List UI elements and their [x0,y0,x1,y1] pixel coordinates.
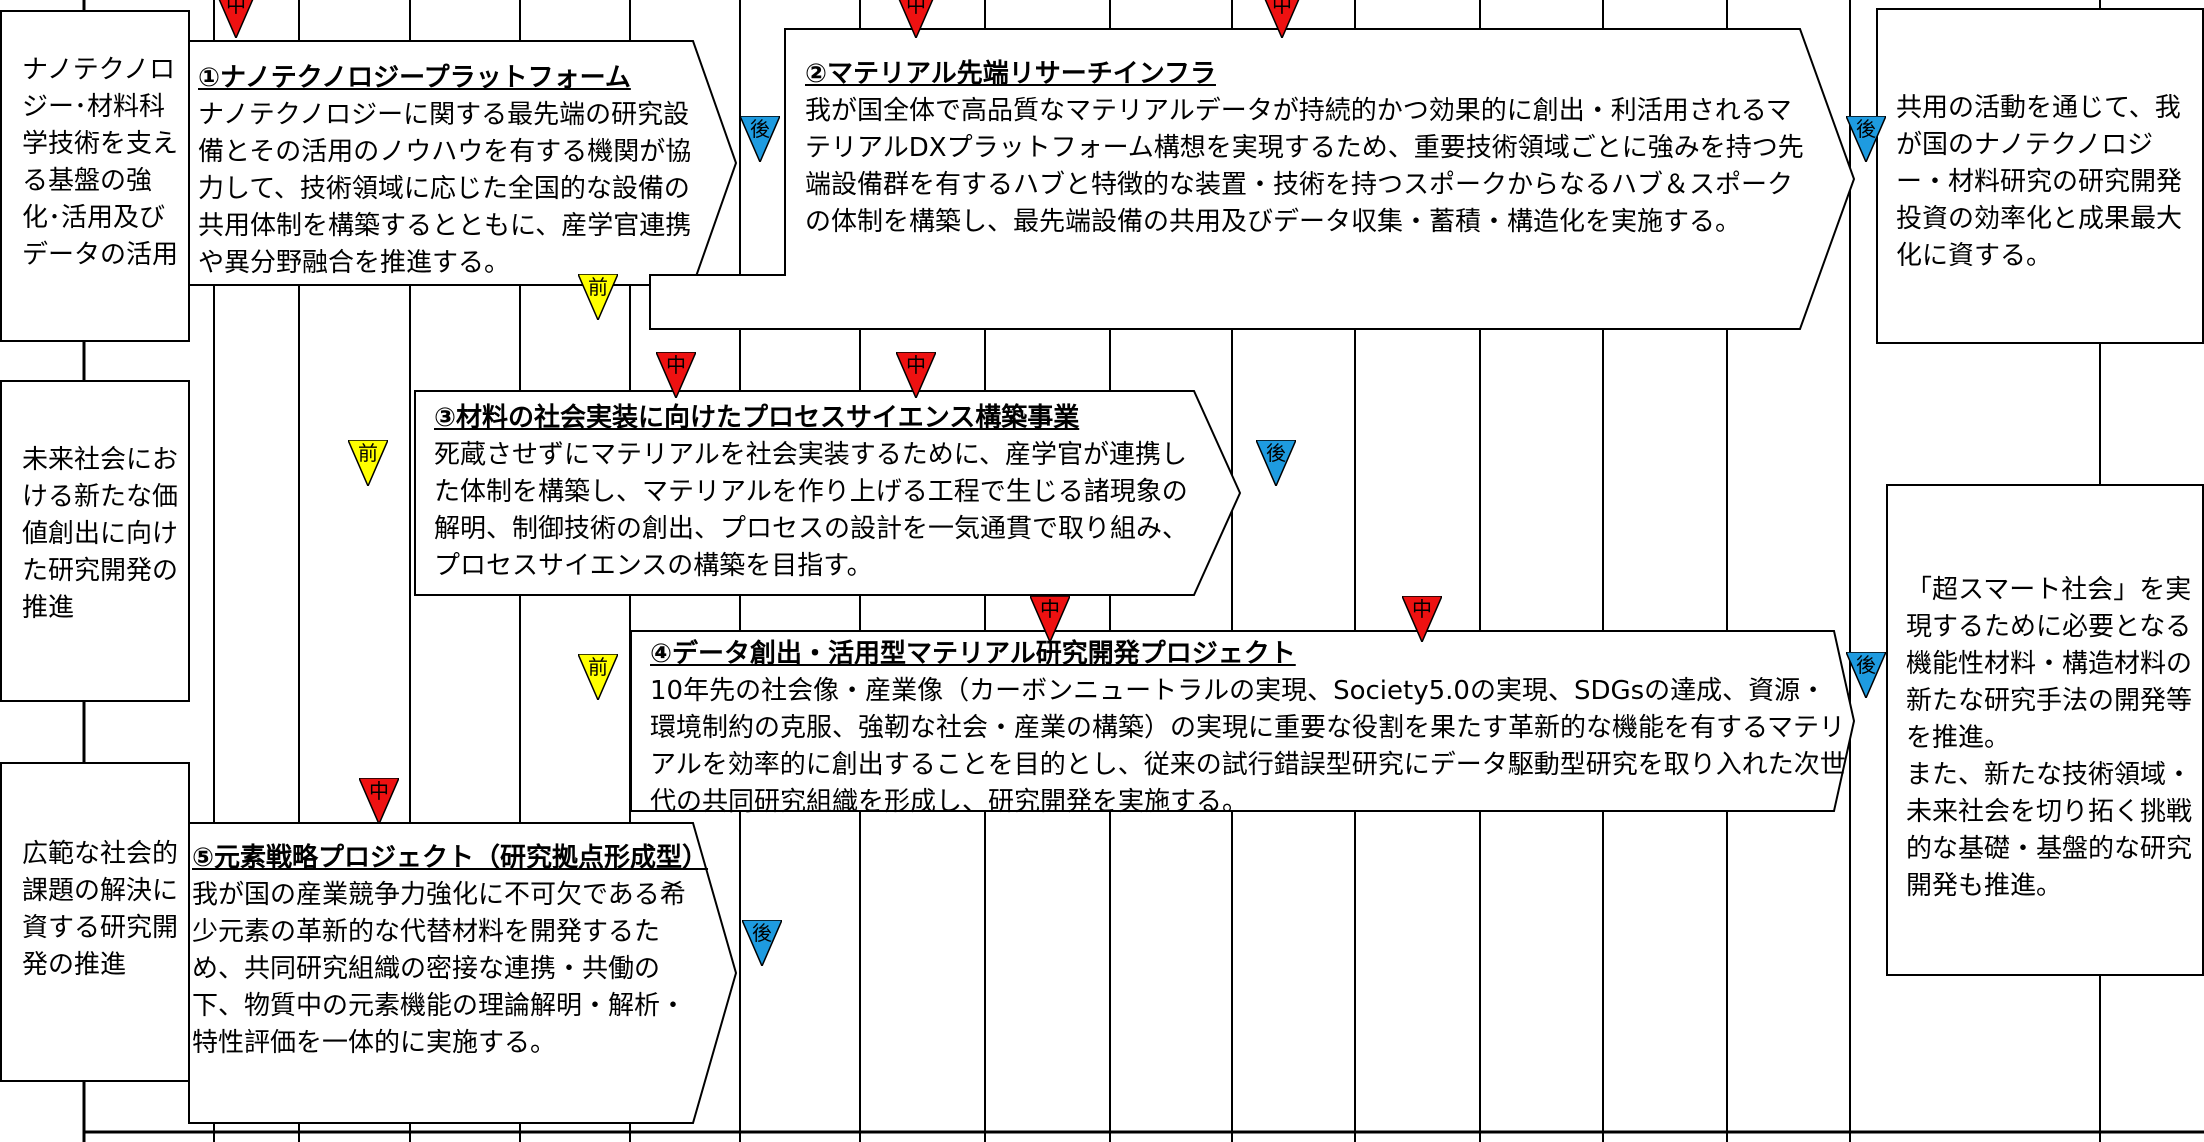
project-description: 10年先の社会像・産業像（カーボンニュートラルの実現、Society5.0の実現… [650,676,1846,817]
project-text: ①ナノテクノロジープラットフォーム ナノテクノロジーに関する最先端の研究設備とそ… [198,60,698,282]
post-evaluation-marker: 後 [742,920,782,966]
arrow-shape [414,390,1242,596]
project-arrow-materials-infrastructure: ②マテリアル先端リサーチインフラ 我が国全体で高品質なマテリアルデータが持続的か… [649,28,1856,330]
project-arrow-data-driven-materials: ④データ創出・活用型マテリアル研究開発プロジェクト 10年先の社会像・産業像（カ… [630,630,1856,817]
outcome-box-infrastructure: 共用の活動を通じて、我が国のナノテクノロジー・材料研究の研究開発投資の効率化と成… [1876,8,2204,344]
arrow-shape [630,630,1856,812]
row-label-future-society: 未来社会における新たな価値創出に向けた研究開発の推進 [0,380,190,702]
project-title: ④データ創出・活用型マテリアル研究開発プロジェクト [650,639,1296,669]
project-title: ③材料の社会実装に向けたプロセスサイエンス構築事業 [434,403,1080,433]
mid-term-evaluation-marker: 中 [896,352,936,398]
outcome-box-research: 「超スマート社会」を実現するために必要となる機能性材料・構造材料の新たな研究手法… [1886,484,2204,976]
post-evaluation-marker: 後 [1846,116,1886,162]
project-title: ②マテリアル先端リサーチインフラ [805,59,1216,89]
post-evaluation-marker: 後 [1846,652,1886,698]
mid-term-evaluation-marker: 中 [1262,0,1302,38]
mid-term-evaluation-marker: 中 [359,778,399,824]
project-text: ②マテリアル先端リサーチインフラ 我が国全体で高品質なマテリアルデータが持続的か… [805,56,1805,241]
project-text: ⑤元素戦略プロジェクト（研究拠点形成型） 我が国の産業競争力強化に不可欠である希… [192,840,709,1062]
project-text: ④データ創出・活用型マテリアル研究開発プロジェクト 10年先の社会像・産業像（カ… [650,636,1850,821]
pre-evaluation-marker: 前 [578,274,618,320]
mid-term-evaluation-marker: 中 [656,352,696,398]
project-description: 我が国の産業競争力強化に不可欠である希少元素の革新的な代替材料を開発するため、共… [192,880,687,1058]
project-arrow-process-science: ③材料の社会実装に向けたプロセスサイエンス構築事業 死蔵させずにマテリアルを社会… [414,390,1242,596]
pre-evaluation-marker: 前 [578,654,618,700]
project-title: ①ナノテクノロジープラットフォーム [198,63,631,93]
project-arrow-element-strategy: ⑤元素戦略プロジェクト（研究拠点形成型） 我が国の産業競争力強化に不可欠である希… [188,822,738,1124]
project-description: ナノテクノロジーに関する最先端の研究設備とその活用のノウハウを有する機関が協力し… [198,100,692,278]
arrow-shape [188,40,738,286]
row-label-infrastructure: ナノテクノロジー･材料科学技術を支える基盤の強化･活用及びデータの活用 [0,10,190,342]
mid-term-evaluation-marker: 中 [1030,596,1070,642]
project-description: 死蔵させずにマテリアルを社会実装するために、産学官が連携した体制を構築し、マテリ… [434,440,1189,581]
row-label-social-issues: 広範な社会的課題の解決に資する研究開発の推進 [0,762,190,1082]
mid-term-evaluation-marker: 中 [896,0,936,38]
project-title: ⑤元素戦略プロジェクト（研究拠点形成型） [192,843,709,873]
project-arrow-nanotech-platform: ①ナノテクノロジープラットフォーム ナノテクノロジーに関する最先端の研究設備とそ… [188,40,738,286]
pre-evaluation-marker: 前 [348,440,388,486]
post-evaluation-marker: 後 [740,116,780,162]
mid-term-evaluation-marker: 中 [1402,596,1442,642]
post-evaluation-marker: 後 [1256,440,1296,486]
arrow-shape [649,28,1856,330]
project-description: 我が国全体で高品質なマテリアルデータが持続的かつ効果的に創出・利活用されるマテリ… [805,96,1804,237]
project-text: ③材料の社会実装に向けたプロセスサイエンス構築事業 死蔵させずにマテリアルを社会… [434,400,1204,585]
arrow-shape [188,822,738,1124]
mid-term-evaluation-marker: 中 [216,0,256,38]
